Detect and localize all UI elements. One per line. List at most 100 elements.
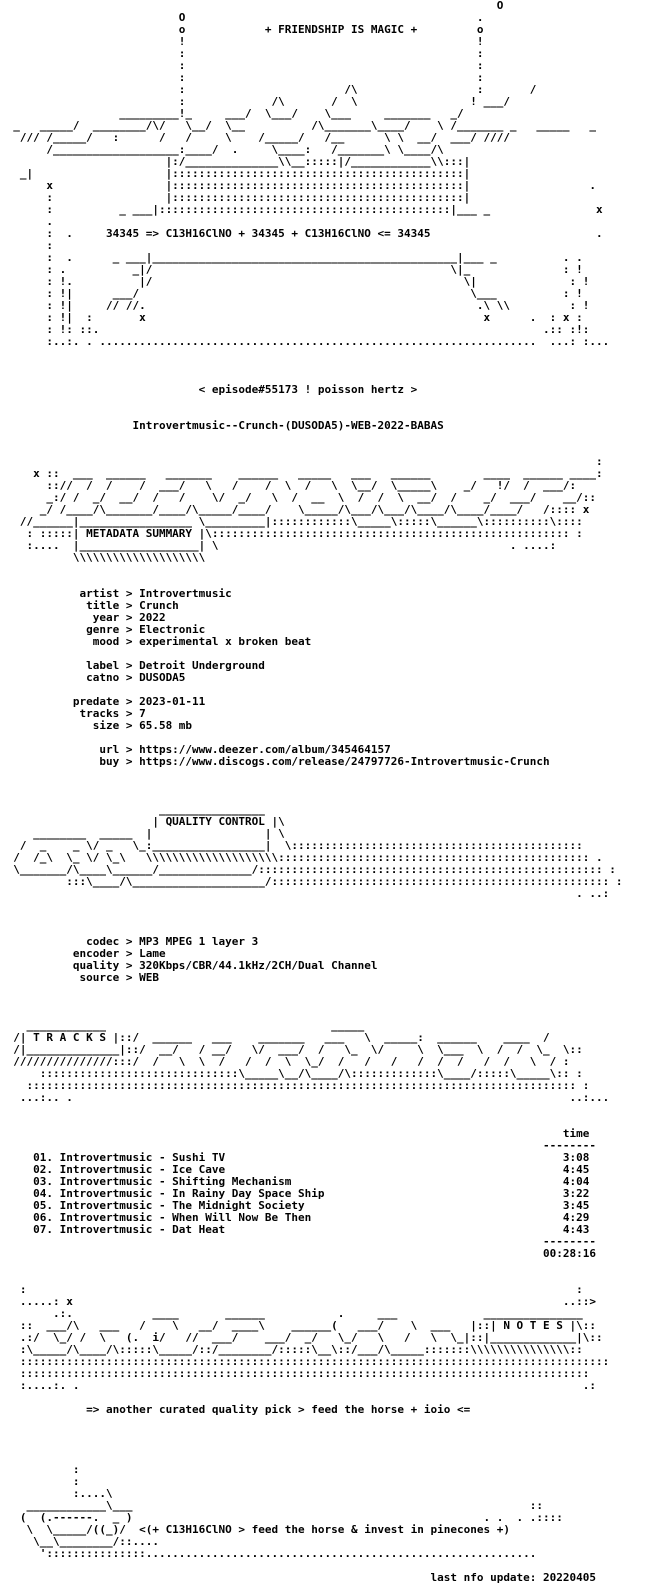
nfo-line: | QUALITY CONTROL |\ bbox=[0, 816, 285, 828]
nfo-line: quality > 320Kbps/CBR/44.1kHz/2CH/Dual C… bbox=[0, 960, 378, 972]
nfo-line: x |:::::::::::::::::::::::::::::::::::::… bbox=[0, 180, 597, 192]
nfo-line bbox=[0, 360, 656, 372]
nfo-line: encoder > Lame bbox=[0, 948, 166, 960]
nfo-line: 07. Introvertmusic - Dat Heat 4:43 bbox=[0, 1224, 590, 1236]
nfo-line bbox=[0, 372, 656, 384]
nfo-line: ____________\___ :: bbox=[0, 1500, 544, 1512]
nfo-line: : !| // //. .\ \\ : ! bbox=[0, 300, 590, 312]
nfo-line bbox=[0, 396, 656, 408]
nfo-line: catno > DUSODA5 bbox=[0, 672, 186, 684]
nfo-line: < episode#55173 ! poisson hertz > bbox=[0, 384, 418, 396]
nfo-line: : !| ___/ \___ : ! bbox=[0, 288, 583, 300]
nfo-line: _| |::::::::::::::::::::::::::::::::::::… bbox=[0, 168, 471, 180]
nfo-line: -------- bbox=[0, 1236, 597, 1248]
nfo-line: time bbox=[0, 1128, 590, 1140]
nfo-line: genre > Electronic bbox=[0, 624, 206, 636]
nfo-line: _________!_ ___/ \___/ \___ _______ _/ bbox=[0, 108, 464, 120]
nfo-line: codec > MP3 MPEG 1 layer 3 bbox=[0, 936, 259, 948]
nfo-line: : :::::| METADATA SUMMARY |\::::::::::::… bbox=[0, 528, 583, 540]
nfo-line bbox=[0, 1008, 656, 1020]
nfo-line bbox=[0, 432, 656, 444]
nfo-line bbox=[0, 1452, 656, 1464]
nfo-line: 00:28:16 bbox=[0, 1248, 597, 1260]
nfo-line: \ \_____/((_)/ <(+ C13H16ClNO > feed the… bbox=[0, 1524, 510, 1536]
nfo-line: ::::::::::::::::::::::::::::::::::::::::… bbox=[0, 1356, 610, 1368]
nfo-line: / _ _ \/ _ \_:_________________| \::::::… bbox=[0, 840, 583, 852]
nfo-line: /___________________:____/ . \____: /___… bbox=[0, 144, 444, 156]
nfo-line bbox=[0, 648, 656, 660]
nfo-line: predate > 2023-01-11 bbox=[0, 696, 206, 708]
nfo-line: /| T R A C K S |::/ ______ ___ _______ _… bbox=[0, 1032, 550, 1044]
nfo-line: : bbox=[0, 240, 53, 252]
nfo-line: |:/______________\\__:::::|/____________… bbox=[0, 156, 471, 168]
nfo-line: :: ___/\ ___ / \ __/ ____\ ______( ___/ … bbox=[0, 1320, 597, 1332]
nfo-line: . ..: bbox=[0, 888, 610, 900]
nfo-line: _/ /____/\_______/____/\_____/____/ \___… bbox=[0, 504, 590, 516]
nfo-line bbox=[0, 576, 656, 588]
nfo-line: : bbox=[0, 1476, 80, 1488]
nfo-line: ! ! bbox=[0, 36, 484, 48]
nfo-line: .:. ____ ______ . ___ _______________ bbox=[0, 1308, 583, 1320]
nfo-line: 06. Introvertmusic - When Will Now Be Th… bbox=[0, 1212, 590, 1224]
nfo-line bbox=[0, 1440, 656, 1452]
nfo-line bbox=[0, 1416, 656, 1428]
nfo-line bbox=[0, 792, 656, 804]
nfo-line: : . 34345 => C13H16ClNO + 34345 + C13H16… bbox=[0, 228, 603, 240]
nfo-line bbox=[0, 732, 656, 744]
nfo-line: Introvertmusic--Crunch-(DUSODA5)-WEB-202… bbox=[0, 420, 444, 432]
nfo-line bbox=[0, 408, 656, 420]
nfo-line: .....: x ..::> bbox=[0, 1296, 597, 1308]
nfo-line bbox=[0, 684, 656, 696]
nfo-line: ...:.. . ..:... bbox=[0, 1092, 610, 1104]
nfo-line: ///////////////:::/ / \ \ / / / \ \_/ / … bbox=[0, 1056, 570, 1068]
nfo-line: ( (.------. _ ) . . . .:::: bbox=[0, 1512, 563, 1524]
nfo-line: / /_\ \_ \/ \_\ \\\\\\\\\\\\\\\\\\\\::::… bbox=[0, 852, 603, 864]
nfo-line: :\_____/\____/\:::::\_____/::/________/:… bbox=[0, 1344, 583, 1356]
nfo-line bbox=[0, 564, 656, 576]
nfo-line: 04. Introvertmusic - In Rainy Day Space … bbox=[0, 1188, 590, 1200]
nfo-line bbox=[0, 444, 656, 456]
nfo-line: 05. Introvertmusic - The Midnight Societ… bbox=[0, 1200, 590, 1212]
nfo-line bbox=[0, 1428, 656, 1440]
nfo-line: artist > Introvertmusic bbox=[0, 588, 232, 600]
nfo-line: /// /_____/ : / / \ /_____/ /__ \ \ __/ … bbox=[0, 132, 510, 144]
nfo-line: : /\ : / bbox=[0, 84, 537, 96]
nfo-line: _ _____/ ________/\/ \__/ \__ /\_______\… bbox=[0, 120, 597, 132]
nfo-line: : bbox=[0, 1464, 80, 1476]
nfo-line: : : bbox=[0, 60, 484, 72]
nfo-line: x :: ___ ______ _______ ______ _____ ___… bbox=[0, 468, 603, 480]
nfo-line: : |:::::::::::::::::::::::::::::::::::::… bbox=[0, 192, 471, 204]
nfo-line: :.... |__________________| \ . ....: bbox=[0, 540, 557, 552]
nfo-line: ____________ _____ bbox=[0, 1020, 365, 1032]
nfo-line bbox=[0, 1260, 656, 1272]
nfo-line: \__\________/::.... bbox=[0, 1536, 159, 1548]
nfo-line: :....:. . .: bbox=[0, 1380, 597, 1392]
nfo-line: 02. Introvertmusic - Ice Cave 4:45 bbox=[0, 1164, 590, 1176]
nfo-line bbox=[0, 984, 656, 996]
nfo-line: : . _|/ \|_ : ! bbox=[0, 264, 583, 276]
nfo-line: ________ _____ | | \ bbox=[0, 828, 285, 840]
nfo-line bbox=[0, 1560, 656, 1572]
nfo-line bbox=[0, 996, 656, 1008]
nfo-line: \_______/\____\______/______________/:::… bbox=[0, 864, 616, 876]
nfo-line: //______|_________________ \_________|::… bbox=[0, 516, 583, 528]
nfo-line bbox=[0, 900, 656, 912]
nfo-line: :..:. . ................................… bbox=[0, 336, 610, 348]
nfo-line: _:/ / _/ __/ / / \/ _/ \ / __ \ / / \ __… bbox=[0, 492, 597, 504]
nfo-line: buy > https://www.discogs.com/release/24… bbox=[0, 756, 550, 768]
nfo-line: .:/ \_/ / \ (. i/ // ___/ ___/ _/ \_/ \ … bbox=[0, 1332, 603, 1344]
nfo-line: : _ ___|::::::::::::::::::::::::::::::::… bbox=[0, 204, 603, 216]
nfo-line: : . _ ___|______________________________… bbox=[0, 252, 583, 264]
nfo-line: : !. |/ \| : ! bbox=[0, 276, 590, 288]
nfo-line: : /\ / \ ! ___/ bbox=[0, 96, 510, 108]
nfo-line: : bbox=[0, 456, 603, 468]
nfo-line: size > 65.58 mb bbox=[0, 720, 193, 732]
nfo-line: mood > experimental x broken beat bbox=[0, 636, 312, 648]
nfo-line: url > https://www.deezer.com/album/34546… bbox=[0, 744, 391, 756]
nfo-line bbox=[0, 768, 656, 780]
nfo-line: year > 2022 bbox=[0, 612, 166, 624]
nfo-line: ::::::::::::::::::::::::::::::::::::::::… bbox=[0, 1080, 590, 1092]
nfo-line: : : bbox=[0, 1284, 583, 1296]
nfo-line: ::::::::::::::::::::::::::::::\_____\__/… bbox=[0, 1068, 583, 1080]
nfo-line: :....\ bbox=[0, 1488, 113, 1500]
